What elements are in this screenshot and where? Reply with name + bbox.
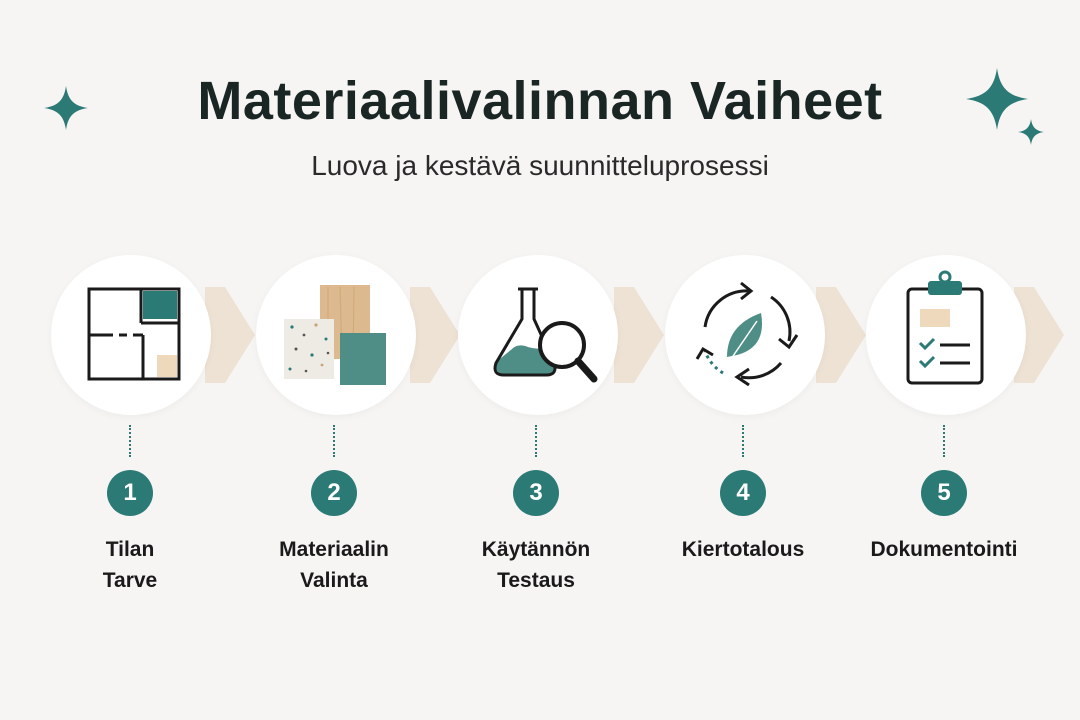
step-1-number: 1	[107, 470, 153, 516]
sparkle-icon-right-small	[1018, 119, 1044, 145]
step-2-circle	[256, 255, 416, 415]
arrow-chevron-5	[1014, 287, 1064, 383]
step-3-connector	[535, 425, 539, 457]
step-3-label-line: Käytännön	[481, 538, 591, 561]
step-1-circle	[51, 255, 211, 415]
step-4-number: 4	[720, 470, 766, 516]
step-5-connector	[943, 425, 947, 457]
step-5-label: Dokumentointi	[844, 534, 1044, 565]
step-3-label-line: Testaus	[497, 569, 575, 592]
arrow-chevron-2	[410, 287, 460, 383]
step-3-circle	[458, 255, 618, 415]
clipboard-checklist-icon	[906, 270, 984, 385]
step-2-label-line: Materiaalin	[279, 538, 389, 561]
step-3-label: Käytännön Testaus	[436, 534, 636, 596]
recycle-leaf-icon	[695, 281, 799, 387]
page-title: Materiaalivalinnan Vaiheet	[197, 71, 883, 131]
arrow-chevron-1	[205, 287, 255, 383]
step-2-label: Materiaalin Valinta	[234, 534, 434, 596]
sparkle-icon-left	[44, 86, 88, 130]
flask-magnifier-icon	[493, 287, 598, 383]
arrow-chevron-4	[816, 287, 866, 383]
step-1-label: Tilan Tarve	[30, 534, 230, 596]
step-5-number: 5	[921, 470, 967, 516]
step-5-label-line: Dokumentointi	[870, 538, 1018, 561]
step-4-connector	[742, 425, 746, 457]
step-2-connector	[333, 425, 337, 457]
step-5-circle	[866, 255, 1026, 415]
step-1-label-line: Tilan	[105, 538, 155, 561]
step-4-label: Kiertotalous	[643, 534, 843, 565]
material-samples-icon	[284, 285, 386, 385]
step-4-circle	[665, 255, 825, 415]
step-1-connector	[129, 425, 133, 457]
sparkle-icon-right-large	[966, 68, 1028, 130]
page-subtitle: Luova ja kestävä suunnitteluprosessi	[311, 150, 769, 181]
step-4-label-line: Kiertotalous	[681, 538, 805, 561]
step-2-number: 2	[311, 470, 357, 516]
floor-plan-icon	[87, 287, 181, 381]
step-1-label-line: Tarve	[102, 569, 158, 592]
arrow-chevron-3	[614, 287, 664, 383]
step-2-label-line: Valinta	[300, 569, 368, 592]
step-3-number: 3	[513, 470, 559, 516]
